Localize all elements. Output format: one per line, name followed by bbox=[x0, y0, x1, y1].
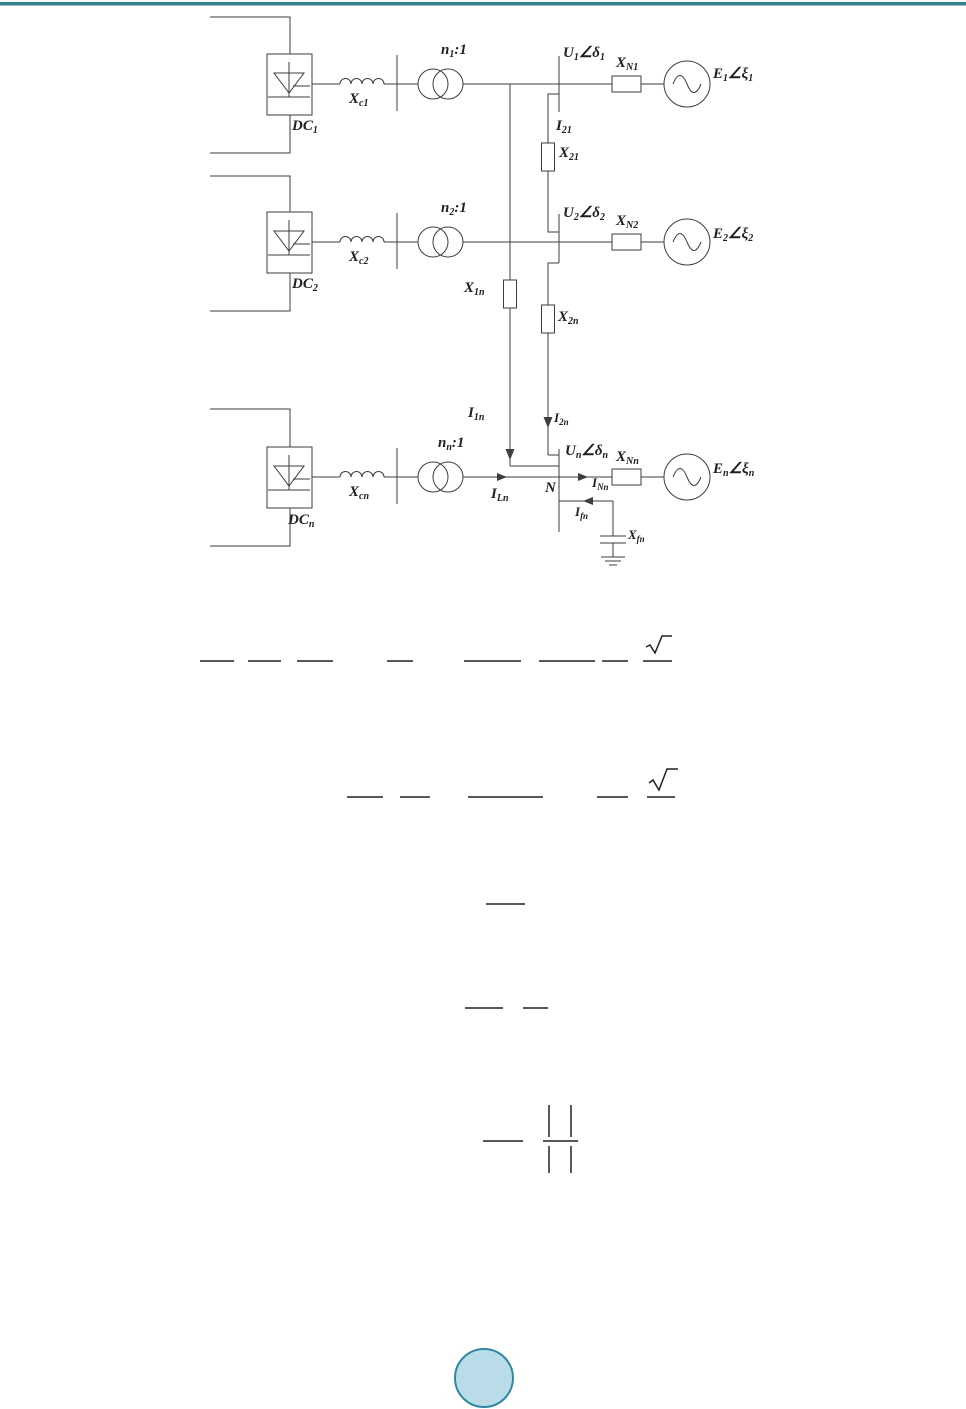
smoothing-reactor-n bbox=[339, 471, 385, 478]
label-xc2: Xc2 bbox=[349, 249, 369, 267]
ac-source-2 bbox=[663, 218, 711, 266]
label-i1n: I1n bbox=[468, 405, 485, 423]
page-number-bubble bbox=[454, 1348, 514, 1408]
label-xnn: XNn bbox=[616, 449, 639, 467]
equation-row-1 bbox=[200, 635, 672, 662]
label-i2n: I2n bbox=[554, 410, 569, 427]
thyristor-icon bbox=[273, 72, 305, 94]
label-ratio-2: n2:1 bbox=[441, 200, 467, 218]
label-un-deltan: Un∠δn bbox=[565, 443, 609, 461]
thyristor-icon bbox=[273, 465, 305, 487]
top-border-rule bbox=[0, 2, 966, 6]
infeed-row-1 bbox=[210, 16, 711, 154]
grid-reactance-1 bbox=[611, 75, 642, 93]
label-dc1: DC1 bbox=[292, 118, 318, 136]
label-dc2: DC2 bbox=[292, 276, 318, 294]
tie-branch-x1n bbox=[503, 84, 559, 467]
label-xfn: Xfn bbox=[628, 527, 645, 544]
current-arrow-ifn bbox=[583, 497, 593, 505]
equation-row-5 bbox=[483, 1105, 578, 1173]
infeed-row-n bbox=[210, 408, 711, 547]
fault-reactance-plates bbox=[600, 535, 626, 544]
radical-sign bbox=[645, 635, 672, 655]
thyristor-icon bbox=[273, 230, 305, 252]
label-xn1: XN1 bbox=[616, 55, 639, 73]
current-arrow-i1n bbox=[505, 449, 515, 460]
hvdc-converter-2 bbox=[210, 175, 313, 312]
grid-reactance-n bbox=[611, 468, 642, 486]
transformer-2 bbox=[417, 226, 464, 258]
label-i21: I21 bbox=[556, 118, 572, 136]
current-arrow-iln bbox=[497, 473, 507, 481]
label-ratio-n: nn:1 bbox=[438, 435, 465, 453]
smoothing-reactor-1 bbox=[339, 78, 385, 85]
equation-fragments bbox=[200, 635, 678, 1173]
label-x1n: X1n bbox=[464, 280, 485, 298]
label-xcn: Xcn bbox=[349, 484, 370, 502]
label-xn2: XN2 bbox=[616, 213, 639, 231]
label-en-xin: En∠ξn bbox=[713, 461, 755, 479]
label-xc1: Xc1 bbox=[349, 91, 369, 109]
label-e1-xi1: E1∠ξ1 bbox=[713, 66, 754, 84]
grid-reactance-2 bbox=[611, 233, 642, 251]
label-dcn: DCn bbox=[288, 512, 315, 530]
label-ifn: Ifn bbox=[575, 504, 589, 521]
label-iln: ILn bbox=[491, 486, 509, 504]
tie-branch-x2n bbox=[541, 262, 559, 456]
label-node-n: N bbox=[545, 480, 556, 496]
ground-icon bbox=[601, 556, 625, 566]
label-ratio-1: n1:1 bbox=[441, 42, 467, 60]
smoothing-reactor-2 bbox=[339, 236, 385, 243]
fault-branch bbox=[559, 497, 626, 566]
current-arrow-inn bbox=[578, 473, 588, 481]
current-arrow-i2n bbox=[543, 417, 553, 428]
equation-row-2 bbox=[347, 768, 678, 798]
label-x2n: X2n bbox=[558, 309, 579, 327]
radical-sign bbox=[648, 768, 678, 792]
label-x21: X21 bbox=[559, 145, 580, 163]
label-e2-xi2: E2∠ξ2 bbox=[713, 226, 754, 244]
label-inn: INn bbox=[592, 475, 609, 492]
tie-branch-x21 bbox=[541, 93, 559, 233]
transformer-n bbox=[417, 461, 464, 493]
ac-source-1 bbox=[663, 60, 711, 108]
label-u2-delta2: U2∠δ2 bbox=[563, 205, 605, 223]
ac-source-n bbox=[663, 453, 711, 501]
label-u1-delta1: U1∠δ1 bbox=[563, 45, 605, 63]
infeed-row-2 bbox=[210, 175, 711, 312]
transformer-1 bbox=[417, 68, 464, 100]
